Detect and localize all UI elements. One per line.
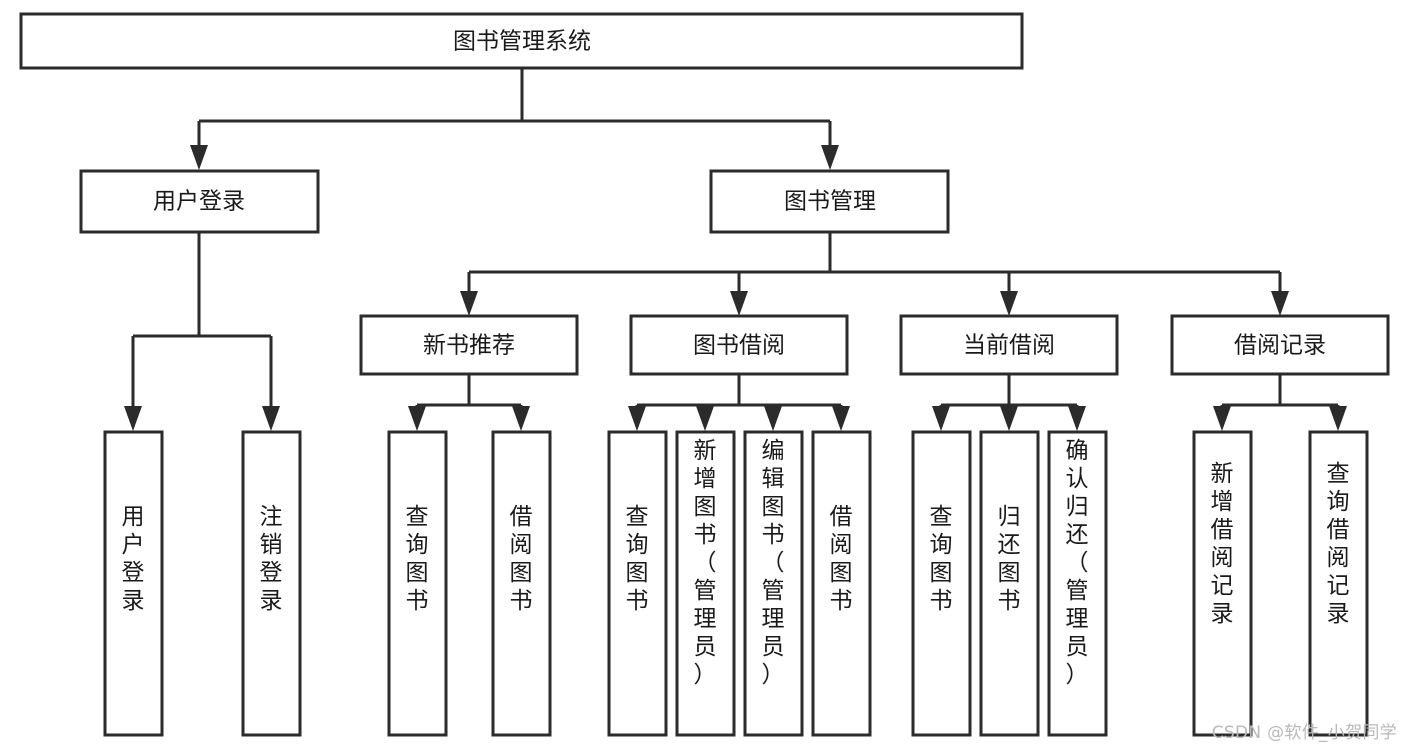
- node-borrow-record[interactable]: 借阅记录: [1170, 314, 1390, 376]
- arrowhead-to-leaf-user-login: [124, 406, 142, 431]
- arrowhead-to-leaf-edit-book: [764, 406, 782, 431]
- node-leaf-add-book[interactable]: 新增图书（管理员）: [675, 430, 736, 737]
- connector-book-borrow-to-leaves: [635, 374, 843, 413]
- node-leaf-user-login[interactable]: 用户登录: [103, 430, 164, 737]
- node-leaf-query-book-1-label: 查询图书: [406, 504, 429, 614]
- node-leaf-borrow-book-2[interactable]: 借阅图书: [811, 430, 872, 737]
- node-leaf-borrow-book-2-box: [811, 430, 872, 737]
- node-leaf-borrow-book-1-label: 借阅图书: [510, 504, 533, 614]
- arrowhead-to-leaf-confirm-return: [1068, 406, 1086, 431]
- node-current-borrow[interactable]: 当前借阅: [899, 314, 1119, 376]
- arrowhead-to-user-login: [190, 145, 208, 170]
- node-leaf-confirm-return-box: [1047, 430, 1108, 737]
- arrowhead-to-leaf-borrow-book-1: [512, 406, 530, 431]
- node-root-label: 图书管理系统: [453, 29, 591, 55]
- node-leaf-user-logout-box: [241, 430, 302, 737]
- node-leaf-return-book-label: 归还图书: [998, 504, 1021, 614]
- node-leaf-add-book-label: 新增图书（管理员）: [694, 438, 717, 688]
- connector-root-to-level1: [197, 68, 832, 152]
- node-leaf-user-logout[interactable]: 注销登录: [241, 430, 302, 737]
- node-leaf-query-book-3[interactable]: 查询图书: [911, 430, 972, 737]
- node-root-box: [19, 12, 1024, 70]
- arrowhead-to-leaf-query-book-2: [628, 406, 646, 431]
- node-book-borrow-label: 图书借阅: [693, 333, 785, 359]
- node-leaf-query-record-label: 查询借阅记录: [1327, 461, 1350, 627]
- node-borrow-record-box: [1170, 314, 1390, 376]
- node-leaf-query-book-1[interactable]: 查询图书: [387, 430, 448, 737]
- node-leaf-return-book-box: [979, 430, 1040, 737]
- node-book-manage-box: [709, 169, 950, 234]
- connector-layer: [124, 68, 1347, 431]
- node-leaf-query-book-3-label: 查询图书: [930, 504, 953, 614]
- node-current-borrow-box: [899, 314, 1119, 376]
- node-leaf-query-book-1-box: [387, 430, 448, 737]
- arrowhead-to-borrow-record: [1271, 291, 1289, 316]
- node-leaf-query-book-2-label: 查询图书: [626, 504, 649, 614]
- connector-user-login-to-leaves: [131, 232, 273, 413]
- node-leaf-user-login-box: [103, 430, 164, 737]
- node-leaf-borrow-book-2-label: 借阅图书: [830, 504, 853, 614]
- arrowhead-to-leaf-user-logout: [262, 406, 280, 431]
- node-book-borrow[interactable]: 图书借阅: [629, 314, 849, 376]
- arrowhead-to-leaf-return-book: [1000, 406, 1018, 431]
- node-user-login-label: 用户登录: [153, 189, 245, 215]
- node-leaf-query-book-2[interactable]: 查询图书: [607, 430, 668, 737]
- arrowhead-to-leaf-borrow-book-2: [832, 406, 850, 431]
- arrowhead-to-leaf-query-record: [1329, 406, 1347, 431]
- connector-new-book-recommend-to-leaves: [415, 374, 523, 413]
- node-leaf-add-record-label: 新增借阅记录: [1211, 461, 1234, 627]
- arrowhead-to-current-borrow: [1000, 291, 1018, 316]
- arrowhead-to-leaf-query-book-3: [932, 406, 950, 431]
- node-leaf-query-book-3-box: [911, 430, 972, 737]
- node-leaf-add-book-box: [675, 430, 736, 737]
- node-leaf-confirm-return-label: 确认归还（管理员）: [1066, 438, 1089, 688]
- node-user-login-box: [79, 169, 320, 234]
- connector-borrow-record-to-leaves: [1220, 374, 1340, 413]
- arrowhead-to-new-book-recommend: [460, 291, 478, 316]
- arrowhead-to-leaf-add-record: [1213, 406, 1231, 431]
- node-leaf-add-record-box: [1192, 430, 1253, 737]
- node-user-login[interactable]: 用户登录: [79, 169, 320, 234]
- node-leaf-borrow-book-1-box: [491, 430, 552, 737]
- node-leaf-return-book[interactable]: 归还图书: [979, 430, 1040, 737]
- node-leaf-confirm-return[interactable]: 确认归还（管理员）: [1047, 430, 1108, 737]
- node-leaf-borrow-book-1[interactable]: 借阅图书: [491, 430, 552, 737]
- node-new-book-recommend-box: [359, 314, 579, 376]
- node-leaf-edit-book-label: 编辑图书（管理员）: [762, 438, 785, 688]
- node-leaf-edit-book[interactable]: 编辑图书（管理员）: [743, 430, 804, 737]
- arrowhead-to-leaf-query-book-1: [408, 406, 426, 431]
- node-borrow-record-label: 借阅记录: [1234, 333, 1326, 359]
- node-leaf-user-logout-label: 注销登录: [260, 504, 283, 614]
- arrowhead-to-book-manage: [821, 145, 839, 170]
- node-leaf-query-record-box: [1308, 430, 1369, 737]
- node-leaf-user-login-label: 用户登录: [122, 504, 145, 614]
- arrowhead-to-book-borrow: [730, 291, 748, 316]
- node-new-book-recommend[interactable]: 新书推荐: [359, 314, 579, 376]
- node-book-manage[interactable]: 图书管理: [709, 169, 950, 234]
- node-current-borrow-label: 当前借阅: [963, 333, 1055, 359]
- node-root[interactable]: 图书管理系统: [19, 12, 1024, 70]
- node-leaf-query-record[interactable]: 查询借阅记录: [1308, 430, 1369, 737]
- node-new-book-recommend-label: 新书推荐: [423, 333, 515, 359]
- node-leaf-query-book-2-box: [607, 430, 668, 737]
- node-book-borrow-box: [629, 314, 849, 376]
- node-book-manage-label: 图书管理: [784, 189, 876, 215]
- node-leaf-add-record[interactable]: 新增借阅记录: [1192, 430, 1253, 737]
- connector-book-manage-to-level2: [467, 232, 1282, 298]
- node-leaf-edit-book-box: [743, 430, 804, 737]
- arrowhead-to-leaf-add-book: [696, 406, 714, 431]
